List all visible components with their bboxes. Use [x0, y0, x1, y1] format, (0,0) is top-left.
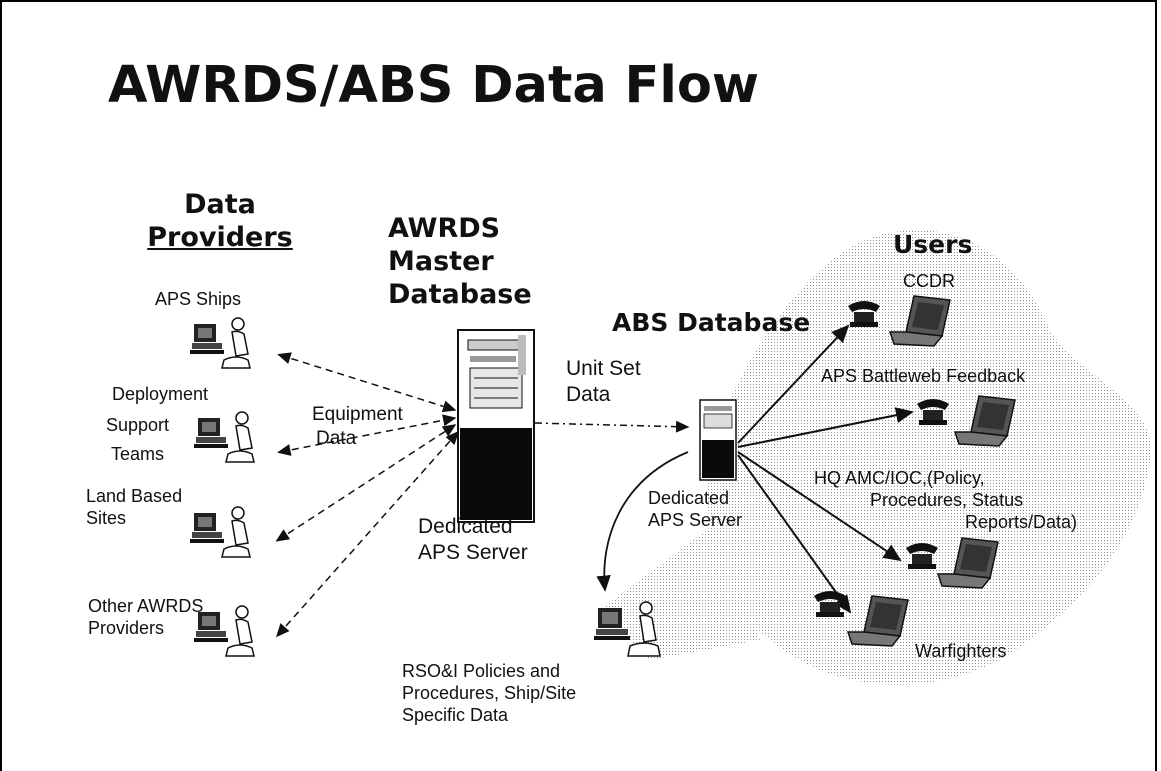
laptop-icon: [953, 395, 1016, 447]
provider-label-aps-ships: APS Ships: [154, 289, 242, 309]
phone-icon: [917, 399, 949, 425]
master-server-label: Dedicated APS Server: [418, 515, 528, 564]
user-label-battleweb: APS Battleweb Feedback: [821, 366, 1026, 386]
connector-rso: [596, 451, 689, 592]
abs-server-icon: [699, 399, 737, 481]
users-halo: [708, 230, 1151, 685]
users-halo-beam: [600, 520, 760, 660]
connector-other-providers: [276, 430, 459, 638]
connector-aps-ships: [277, 352, 457, 413]
laptop-icon: [846, 595, 909, 647]
connector-warfighters: [737, 454, 852, 614]
connector-ccdr: [737, 324, 850, 444]
users-heading: Users: [893, 230, 973, 259]
slide-title: AWRDS/ABS Data Flow: [108, 56, 759, 115]
providers-heading-line1: Data: [184, 189, 256, 220]
provider-label-other: Other AWRDS Providers: [88, 596, 204, 638]
rso-label: RSO&I Policies and Procedures, Ship/Site…: [402, 661, 577, 725]
workstation-icon: [190, 317, 251, 369]
provider-label-teams: Teams: [111, 444, 165, 464]
workstation-icon: [194, 605, 255, 657]
phone-icon: [906, 543, 938, 569]
user-label-hq: HQ AMC/IOC,(Policy, Procedures, Status R…: [814, 468, 1078, 532]
workstation-icon: [194, 411, 255, 463]
abs-heading: ABS Database: [612, 308, 811, 337]
laptop-icon: [888, 295, 951, 347]
equipment-data-label: Equipment Data: [312, 404, 403, 449]
workstation-icon: [594, 601, 661, 657]
unit-set-data-label: Unit Set Data: [566, 357, 641, 406]
user-label-warfighters: Warfighters: [915, 641, 1007, 661]
phone-icon: [814, 591, 846, 617]
workstation-icon: [190, 506, 251, 558]
abs-server-label: Dedicated APS Server: [648, 488, 743, 530]
laptop-icon: [936, 537, 999, 589]
master-server-icon: [457, 329, 535, 523]
user-label-ccdr: CCDR: [903, 271, 955, 291]
provider-label-deployment: Deployment: [111, 384, 209, 404]
master-heading: AWRDS Master Database: [388, 213, 532, 310]
providers-heading-line2: Providers: [147, 222, 293, 253]
connector-unit-set: [534, 420, 690, 433]
connector-battleweb: [737, 407, 914, 448]
connector-hq: [737, 451, 902, 562]
provider-label-support: Support: [106, 415, 170, 435]
phone-icon: [848, 301, 880, 327]
providers-heading: Data Providers: [130, 188, 310, 254]
provider-label-land-sites: Land Based Sites: [86, 486, 183, 528]
